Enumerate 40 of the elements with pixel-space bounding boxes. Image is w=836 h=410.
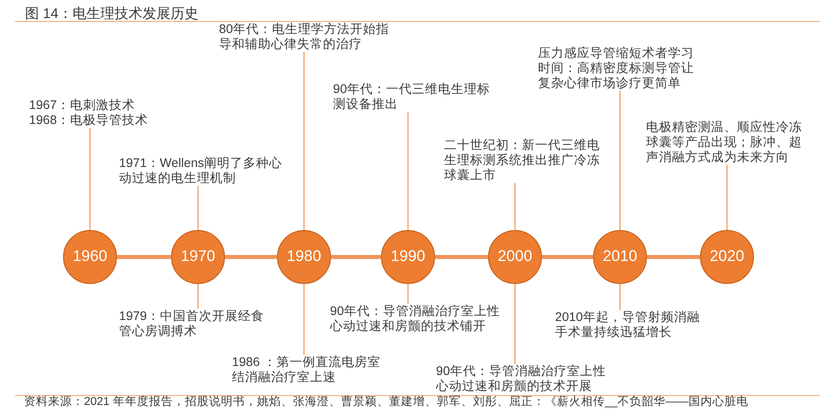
year-circle: 2010 [593, 230, 647, 284]
year-circle: 1980 [277, 230, 331, 284]
year-circle: 1990 [381, 230, 435, 284]
leader-line [407, 112, 409, 230]
leader-line [303, 52, 305, 230]
source-note: 资料来源：2021 年年度报告，招股说明书，姚焰、张海澄、曹景颖、董建增、郭军、刘彤、屈正：《薪火相传__不负韶华——国内心脏电 [24, 396, 749, 409]
event-note: 1986 ：第一例直流电房室结消融治疗室上速 [232, 355, 384, 385]
event-note: 90年代：一代三维电生理标测设备推出 [333, 82, 501, 112]
year-circle: 2020 [700, 230, 754, 284]
event-note: 压力感应导管缩短术者学习时间：高精密度标测导管让复杂心律市场诊疗更简单 [538, 46, 706, 91]
event-note: 1979：中国首次开展经食管心房调搏术 [119, 309, 269, 339]
leader-line [619, 91, 621, 230]
leader-line [514, 284, 516, 364]
year-circle: 1970 [171, 230, 225, 284]
leader-line [197, 284, 199, 309]
event-note: 80年代：电生理学方法开始指导和辅助心律失常的治疗 [219, 22, 389, 52]
event-note: 90年代：导管消融治疗室上性心动过速和房颤的技术开展 [436, 364, 606, 394]
timeline-line [435, 255, 488, 259]
event-note: 1968：电极导管技术 [29, 113, 149, 128]
timeline-line [647, 255, 700, 259]
leader-line [303, 284, 305, 355]
leader-line [514, 183, 516, 230]
leader-line [197, 186, 199, 230]
event-note: 90年代：导管消融治疗室上性心动过速和房颤的技术铺开 [330, 304, 500, 334]
timeline-line [225, 255, 277, 259]
event-note: 1967：电刺激技术 [29, 98, 136, 113]
event-note: 二十世纪初：新一代三维电生理标测系统推出推广冷冻球囊上市 [444, 138, 612, 183]
event-note: 2010年起，导管射频消融手术量持续迅猛增长 [555, 310, 700, 340]
timeline-line [117, 255, 171, 259]
figure-title: 图 14：电生理技术发展历史 [25, 5, 198, 21]
leader-line [619, 284, 621, 310]
timeline-line [331, 255, 381, 259]
event-note: 1971：Wellens阐明了多种心动过速的电生理机制 [119, 156, 289, 186]
leader-line [726, 165, 728, 230]
year-circle: 1960 [63, 230, 117, 284]
event-note: 电极精密测温、顺应性冷冻球囊等产品出现；脉冲、超声消融方式成为未来方向 [646, 120, 814, 165]
leader-line [89, 128, 91, 230]
timeline-line [542, 255, 593, 259]
year-circle: 2000 [488, 230, 542, 284]
leader-line [407, 284, 409, 304]
